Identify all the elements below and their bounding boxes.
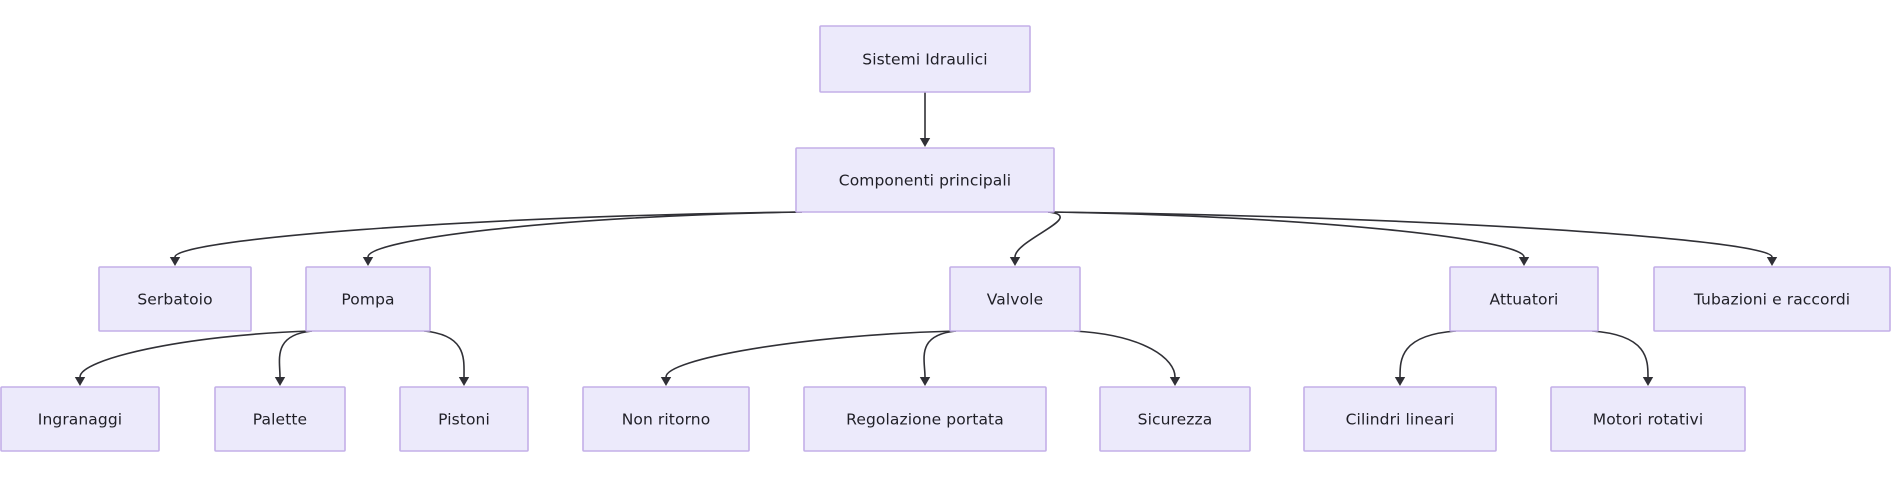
flow-node-attuatori[interactable]: Attuatori [1449,266,1599,332]
edge-arrowhead [362,257,374,266]
flow-edge [74,330,313,386]
flow-edge [169,211,803,266]
edge-arrowhead [660,377,672,386]
flow-edge [660,330,957,386]
flow-edge [362,211,803,266]
flow-node-nonritorno[interactable]: Non ritorno [582,386,750,452]
node-box[interactable] [1303,386,1497,452]
edge-arrowhead [74,377,86,386]
node-box[interactable] [214,386,346,452]
edge-line [1073,330,1176,378]
flow-node-regolazione[interactable]: Regolazione portata [803,386,1047,452]
node-box[interactable] [582,386,750,452]
flow-node-pistoni[interactable]: Pistoni [399,386,529,452]
node-box[interactable] [305,266,431,332]
flow-node-pompa[interactable]: Pompa [305,266,431,332]
flow-edge [423,330,470,386]
edge-arrowhead [458,377,470,386]
edge-arrowhead [274,377,286,386]
edge-arrowhead [1642,377,1654,386]
node-box[interactable] [98,266,252,332]
edge-line [79,330,313,378]
edge-line [1014,211,1061,258]
edge-arrowhead [1169,377,1181,386]
edge-arrowhead [169,257,181,266]
node-box[interactable] [819,25,1031,93]
node-box[interactable] [1449,266,1599,332]
node-box[interactable] [803,386,1047,452]
edge-line [174,211,803,258]
flow-edge [1047,211,1778,266]
flow-node-cilindri[interactable]: Cilindri lineari [1303,386,1497,452]
edge-arrowhead [1766,257,1778,266]
edge-arrowhead [919,377,931,386]
edge-line [1399,330,1457,378]
node-box[interactable] [795,147,1055,213]
edge-arrowhead [919,138,931,147]
node-box[interactable] [1550,386,1746,452]
flow-node-ingranaggi[interactable]: Ingranaggi [0,386,160,452]
flow-node-componenti[interactable]: Componenti principali [795,147,1055,213]
flow-node-root[interactable]: Sistemi Idraulici [819,25,1031,93]
edge-line [1047,211,1773,258]
flow-edge [1591,330,1654,386]
edge-arrowhead [1518,257,1530,266]
edge-line [665,330,957,378]
flow-node-motori[interactable]: Motori rotativi [1550,386,1746,452]
edge-line [423,330,465,378]
edge-layer [74,92,1778,386]
node-box[interactable] [949,266,1081,332]
flow-edge [274,330,313,386]
node-box[interactable] [1099,386,1251,452]
flow-node-valvole[interactable]: Valvole [949,266,1081,332]
flow-edge [919,92,931,147]
node-box[interactable] [1653,266,1891,332]
flow-edge [1009,211,1061,266]
flow-node-serbatoio[interactable]: Serbatoio [98,266,252,332]
flow-edge [919,330,957,386]
flow-node-palette[interactable]: Palette [214,386,346,452]
edge-arrowhead [1394,377,1406,386]
flow-edge [1073,330,1181,386]
flow-edge [1047,211,1530,266]
edge-line [367,211,803,258]
edge-line [278,330,313,378]
edge-arrowhead [1009,257,1021,266]
flow-node-tubazioni[interactable]: Tubazioni e raccordi [1653,266,1891,332]
flow-edge [1394,330,1457,386]
edge-line [1047,211,1525,258]
node-box[interactable] [399,386,529,452]
edge-line [923,330,957,378]
node-box[interactable] [0,386,160,452]
flow-node-sicurezza[interactable]: Sicurezza [1099,386,1251,452]
edge-line [1591,330,1649,378]
